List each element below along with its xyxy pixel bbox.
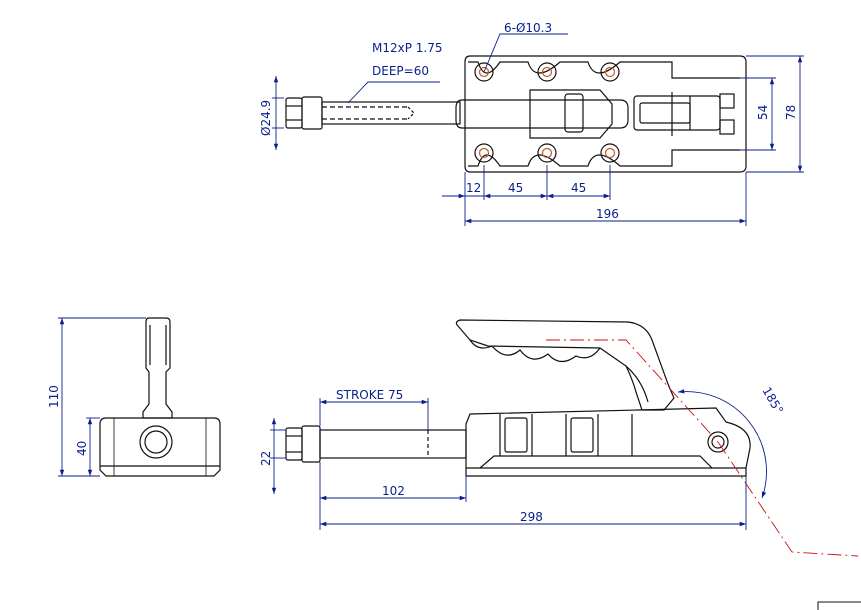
dim-298-label: 298	[520, 510, 543, 524]
top-plunger-rod	[321, 101, 461, 125]
top-pivot-block	[633, 95, 721, 131]
side-hex-nut	[285, 427, 303, 461]
top-handle-slot	[564, 93, 584, 133]
thread-callout: M12xP 1.75	[372, 41, 443, 55]
end-view-labels: 110 40	[47, 385, 89, 456]
end-view	[99, 317, 221, 477]
top-view-dimensions	[272, 33, 804, 226]
dim-45a-label: 45	[508, 181, 523, 195]
end-view-dimensions	[58, 317, 146, 477]
swing-angle-arc	[677, 389, 767, 499]
top-collar	[301, 96, 323, 130]
side-collar	[301, 425, 321, 463]
top-base-plate	[464, 55, 747, 173]
dim-110-label: 110	[47, 385, 61, 408]
swing-centerline-lower	[717, 441, 859, 557]
top-handle-grip	[529, 89, 613, 139]
end-rod-outer	[139, 425, 173, 459]
top-view	[285, 55, 747, 173]
dim-22-label: 22	[259, 451, 273, 466]
side-plunger-rod	[319, 429, 467, 459]
angle-label: 185°	[759, 385, 786, 417]
top-hex-nut	[285, 97, 303, 129]
side-view-dimensions	[270, 398, 747, 530]
dim-78-label: 78	[784, 105, 798, 120]
dim-54-label: 54	[756, 105, 770, 120]
side-handle	[455, 319, 675, 411]
end-rod-inner	[144, 430, 168, 454]
side-handle-grip	[469, 339, 601, 363]
dim-196-label: 196	[596, 207, 619, 221]
rod-diameter-label: Ø24.9	[259, 100, 273, 136]
side-view-labels: STROKE 75 22 102 298 185°	[259, 385, 786, 525]
stroke-label: STROKE 75	[336, 388, 403, 402]
dim-102-label: 102	[382, 484, 405, 498]
end-handle	[142, 317, 173, 419]
top-view-labels: 6-Ø10.3 M12xP 1.75 DEEP=60 Ø24.9 12 45 4…	[259, 21, 798, 221]
top-thread-hidden-tip	[407, 106, 415, 120]
frame-corner	[817, 601, 861, 610]
top-mounting-holes	[474, 62, 620, 163]
top-base-scallops	[468, 61, 740, 167]
dim-12-label: 12	[466, 181, 481, 195]
dim-45b-label: 45	[571, 181, 586, 195]
dim-40-label: 40	[75, 441, 89, 456]
depth-callout: DEEP=60	[372, 64, 429, 78]
side-view-motion	[546, 339, 859, 557]
hole-callout: 6-Ø10.3	[504, 21, 552, 35]
top-handle	[455, 99, 629, 129]
end-base-block	[99, 417, 221, 477]
